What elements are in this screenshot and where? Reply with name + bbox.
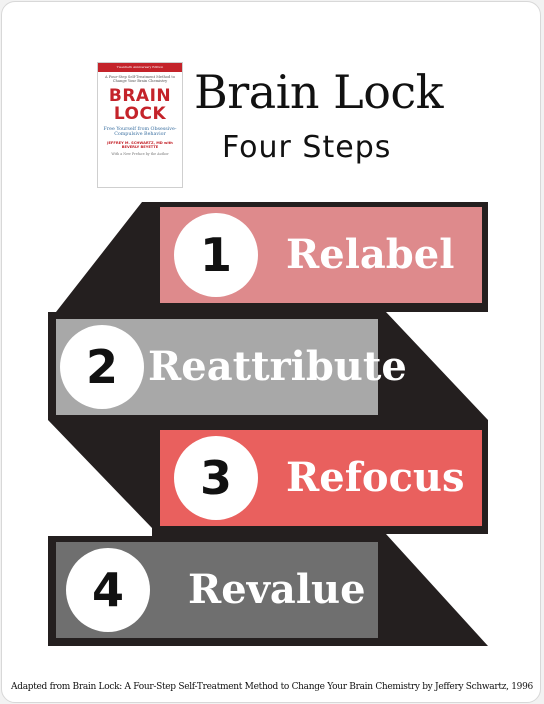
step-4: 4 Revalue	[56, 542, 378, 638]
step-1: 1 Relabel	[160, 207, 482, 303]
step-number-badge: 4	[66, 548, 150, 632]
cover-note: With a New Preface by the Author	[111, 151, 169, 156]
staircase-shape	[48, 202, 488, 646]
cover-band: Twentieth Anniversary Edition	[98, 63, 182, 72]
step-number-badge: 1	[174, 213, 258, 297]
step-label: Reattribute	[148, 343, 407, 390]
cover-title-line2: LOCK	[113, 103, 167, 124]
step-label: Revalue	[188, 566, 366, 613]
cover-subtitle: A Four-Step Self-Treatment Method to Cha…	[105, 75, 175, 84]
step-3: 3 Refocus	[160, 430, 482, 526]
cover-authors: JEFFREY M. SCHWARTZ, MD with BEVERLY BEY…	[107, 140, 173, 150]
citation-footer: Adapted from Brain Lock: A Four-Step Sel…	[11, 682, 533, 692]
cover-title-line1: BRAIN	[108, 85, 172, 106]
step-number-badge: 2	[60, 325, 144, 409]
step-number-badge: 3	[174, 436, 258, 520]
cover-tagline: Free Yourself from Obsessive-Compulsive …	[103, 126, 177, 138]
step-label: Refocus	[286, 454, 465, 501]
page-title: Brain Lock	[194, 65, 444, 119]
step-2: 2 Reattribute	[56, 319, 407, 415]
step-label: Relabel	[286, 231, 455, 278]
page-subtitle: Four Steps	[222, 130, 392, 165]
book-cover-image: Twentieth Anniversary Edition A Four-Ste…	[97, 62, 183, 188]
